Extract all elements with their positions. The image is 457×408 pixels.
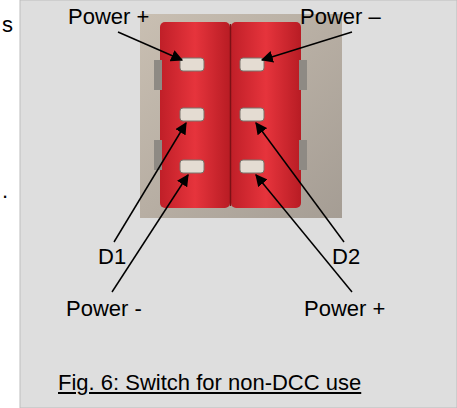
terminal-label: Power -	[66, 296, 142, 322]
signal-label: D1	[98, 244, 126, 270]
terminal-label: Power +	[68, 4, 149, 30]
switch-body	[154, 22, 307, 208]
terminal-tabs	[180, 58, 264, 173]
edge-fragment: .	[2, 178, 8, 204]
terminal-label: Power –	[300, 4, 381, 30]
leader-arrows	[112, 32, 352, 292]
signal-label: D2	[332, 244, 360, 270]
panel-ground	[20, 0, 457, 408]
figure-caption: Fig. 6: Switch for non-DCC use	[58, 370, 361, 396]
edge-fragment: s	[2, 12, 13, 38]
terminal-label: Power +	[304, 296, 385, 322]
